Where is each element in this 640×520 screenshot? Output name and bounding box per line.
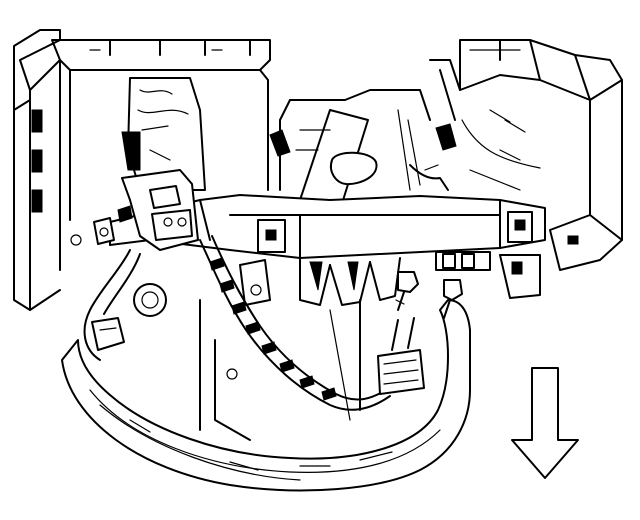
- mounting-studs: [269, 123, 457, 191]
- insulation-pad: [121, 77, 206, 191]
- left-frame-slot-3: [31, 189, 43, 213]
- bolts: [395, 271, 463, 319]
- bolt-2: [443, 279, 463, 301]
- down-arrow-icon: [511, 367, 579, 479]
- beam-supports: [239, 251, 541, 306]
- stud-left: [269, 129, 291, 157]
- upper-left-bracket: [51, 39, 271, 221]
- left-frame-slot-2: [31, 149, 43, 173]
- left-frame: [13, 29, 82, 311]
- stud-right: [435, 123, 457, 151]
- lower-connector: [377, 317, 425, 395]
- wiring-harness: [83, 235, 393, 411]
- lower-panel-edge: [199, 299, 361, 441]
- left-frame-slot-1: [31, 109, 43, 133]
- electrical-connector: [117, 169, 199, 251]
- upper-right-bracket: [459, 39, 623, 271]
- lower-trim-panel: [61, 299, 471, 492]
- grommet: [133, 283, 167, 317]
- right-frame-clip: [567, 235, 579, 245]
- bolt-1: [397, 271, 419, 293]
- steering-column: [279, 59, 461, 211]
- cross-car-beam: [93, 194, 546, 259]
